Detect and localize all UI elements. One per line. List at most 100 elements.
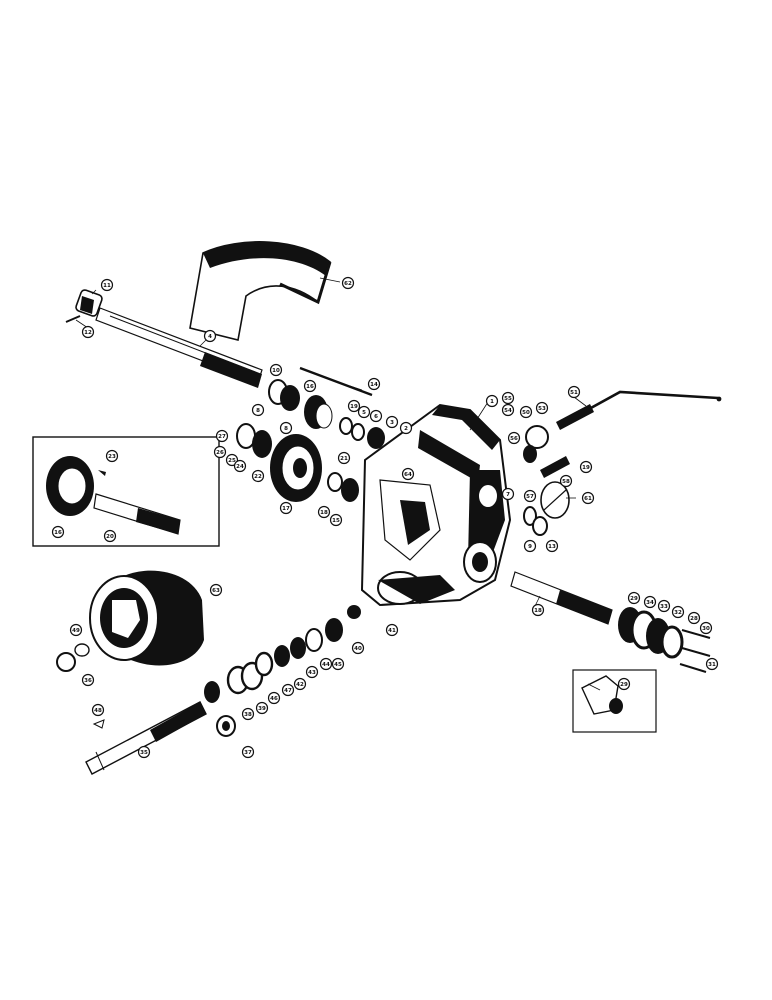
- callout-label: 22: [254, 474, 262, 480]
- callout-label: 42: [296, 682, 304, 688]
- callout-circle: [369, 409, 383, 423]
- callout-circle: [531, 603, 545, 617]
- callout-circle: [559, 474, 573, 488]
- callout-circle: [251, 403, 265, 417]
- callout-circle: [385, 623, 399, 637]
- callout-label: 63: [212, 588, 220, 594]
- callout-label: 6: [374, 414, 378, 420]
- callout-label: 16: [306, 384, 314, 390]
- callout-label: 23: [108, 454, 116, 460]
- callout-label: 18: [320, 510, 328, 516]
- callout-circle: [501, 391, 515, 405]
- part-callout-c12: 12: [81, 325, 95, 339]
- part-callout-c25: 25: [225, 453, 239, 467]
- part-callout-c11: 11: [100, 278, 114, 292]
- callout-circle: [251, 469, 265, 483]
- callout-label: 28: [690, 616, 698, 622]
- part-callout-c42: 42: [293, 677, 307, 691]
- callout-label: 19: [582, 465, 590, 471]
- part-callout-c29b: 29: [617, 677, 631, 691]
- callout-label: 40: [354, 646, 362, 652]
- callout-circle: [705, 657, 719, 671]
- part-callout-c29a: 29: [627, 591, 641, 605]
- callout-label: 37: [244, 750, 252, 756]
- callout-label: 25: [228, 458, 236, 464]
- callout-circle: [69, 623, 83, 637]
- callout-circle: [523, 539, 537, 553]
- callout-label: 32: [674, 610, 682, 616]
- part-callout-c47: 47: [281, 683, 295, 697]
- callout-label: 8: [256, 408, 260, 414]
- part-callout-c18: 18: [317, 505, 331, 519]
- upper-gear-cluster: [268, 379, 385, 449]
- callout-label: 30: [702, 626, 710, 632]
- callout-circle: [347, 399, 361, 413]
- part-callout-c36: 36: [81, 673, 95, 687]
- callout-circle: [255, 701, 269, 715]
- callout-circle: [279, 501, 293, 515]
- right-inset-box: [572, 669, 657, 733]
- part-callout-c6: 6: [369, 409, 383, 423]
- output-shaft-part: [510, 571, 613, 625]
- callout-label: 44: [322, 662, 330, 668]
- callout-label: 27: [218, 434, 226, 440]
- callout-circle: [671, 605, 685, 619]
- part-callout-c39: 39: [255, 701, 269, 715]
- callout-circle: [51, 525, 65, 539]
- part-callout-c15: 15: [329, 513, 343, 527]
- callout-circle: [81, 673, 95, 687]
- callout-circle: [81, 325, 95, 339]
- part-callout-c20: 20: [103, 529, 117, 543]
- callout-circle: [281, 683, 295, 697]
- inset-box: [32, 436, 220, 547]
- callout-label: 39: [258, 706, 266, 712]
- callout-label: 4: [208, 334, 212, 340]
- part-callout-c3: 3: [385, 415, 399, 429]
- part-callout-c40: 40: [351, 641, 365, 655]
- drum-part: [89, 570, 204, 666]
- callout-label: 57: [526, 494, 534, 500]
- callout-circle: [203, 329, 217, 343]
- right-small-parts: [523, 425, 570, 536]
- callout-circle: [105, 449, 119, 463]
- callout-circle: [269, 363, 283, 377]
- callout-label: 12: [84, 330, 92, 336]
- callout-label: 35: [140, 750, 148, 756]
- callout-circle: [341, 276, 355, 290]
- part-callout-c8a: 8: [251, 403, 265, 417]
- part-callout-c33: 33: [657, 599, 671, 613]
- callout-label: 13: [548, 544, 556, 550]
- callout-label: 58: [562, 479, 570, 485]
- callout-label: 26: [216, 450, 224, 456]
- callout-circle: [627, 591, 641, 605]
- callout-label: 41: [388, 628, 396, 634]
- callout-label: 8: [284, 426, 288, 432]
- callout-label: 51: [570, 390, 578, 396]
- part-callout-c7: 7: [501, 487, 515, 501]
- callout-label: 16: [54, 530, 62, 536]
- callout-circle: [317, 505, 331, 519]
- callout-circle: [337, 451, 351, 465]
- callout-circle: [233, 459, 247, 473]
- lever-part: [556, 390, 722, 430]
- right-ring-stack: [618, 607, 711, 673]
- callout-circle: [545, 539, 559, 553]
- callout-label: 56: [510, 436, 518, 442]
- main-housing: [360, 403, 512, 607]
- part-callout-c64: 64: [401, 467, 415, 481]
- callout-circle: [507, 431, 521, 445]
- callout-circle: [657, 599, 671, 613]
- part-callout-c24: 24: [233, 459, 247, 473]
- part-callout-c2: 2: [399, 421, 413, 435]
- part-callout-c27: 27: [215, 429, 229, 443]
- callout-label: 49: [72, 628, 80, 634]
- part-callout-c9: 9: [523, 539, 537, 553]
- part-callout-c53: 53: [535, 401, 549, 415]
- callout-label: 5: [362, 410, 366, 416]
- lower-shaft-part: [85, 701, 207, 775]
- part-callout-c16: 16: [303, 379, 317, 393]
- part-callout-c26: 26: [213, 445, 227, 459]
- callout-circle: [535, 401, 549, 415]
- callout-circle: [305, 665, 319, 679]
- callout-label: 64: [404, 472, 412, 478]
